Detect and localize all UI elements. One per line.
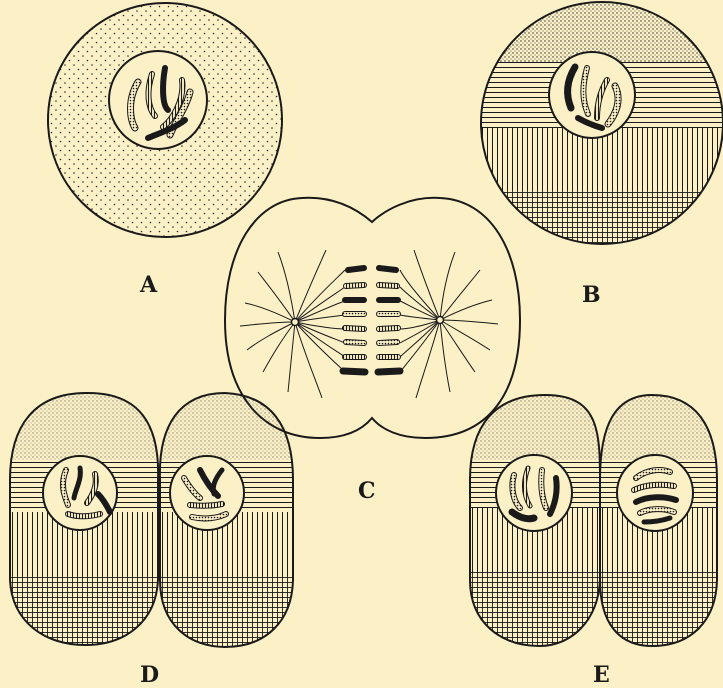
nucleus-b xyxy=(549,52,635,138)
cell-c xyxy=(225,198,520,438)
cell-e xyxy=(460,380,723,652)
panel-label-b: B xyxy=(582,282,601,308)
nucleus-e-left xyxy=(496,455,572,531)
nucleus-d-left xyxy=(43,456,117,530)
cell-e-right xyxy=(595,380,723,652)
centrosome-left xyxy=(292,319,299,326)
cell-b xyxy=(478,0,723,250)
cell-d xyxy=(0,380,310,656)
nucleus-d-right xyxy=(170,456,244,530)
panel-label-e: E xyxy=(593,662,610,688)
panel-label-d: D xyxy=(140,662,159,688)
cell-a xyxy=(48,3,282,237)
panel-label-c: C xyxy=(358,478,376,504)
nucleus-a xyxy=(109,51,207,149)
panel-label-a: A xyxy=(139,272,158,298)
nucleus-e-right xyxy=(617,455,693,531)
centrosome-right xyxy=(437,317,444,324)
cell-d-left xyxy=(0,380,170,656)
